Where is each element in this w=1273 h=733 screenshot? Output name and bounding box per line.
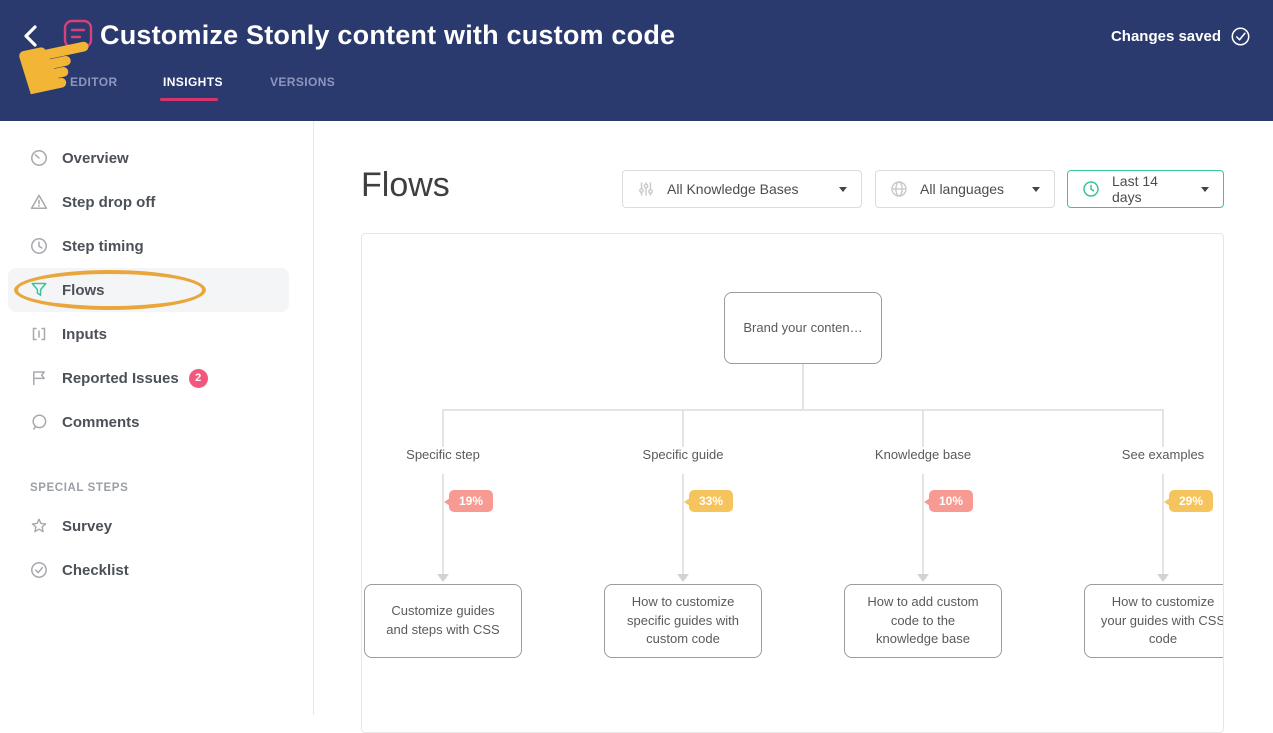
clock-icon [30,237,48,255]
back-button[interactable] [18,22,46,50]
changes-saved-status: Changes saved [1111,26,1251,47]
branch-percent-badge: 29% [1163,490,1214,512]
sidebar-item-step-timing[interactable]: Step timing [0,224,313,268]
arrow-down-icon [677,574,689,582]
arrow-down-icon [917,574,929,582]
flows-page-heading: Flows [361,166,450,204]
changes-saved-label: Changes saved [1110,28,1221,45]
sidebar-item-inputs[interactable]: Inputs [0,312,313,356]
chevron-down-icon [1201,186,1209,192]
sidebar-item-label: Checklist [62,561,129,579]
gauge-icon [30,149,48,167]
chevron-down-icon [1032,186,1040,192]
tab-insights[interactable]: INSIGHTS [163,75,223,89]
connector-line [442,474,444,574]
sidebar-item-label: Survey [62,517,113,535]
date-range-filter-value: Last 14 days [1112,173,1158,205]
connector-line [802,364,804,409]
guide-document-icon [62,18,94,50]
chevron-down-icon [839,186,847,192]
branch-percent-badge: 10% [923,490,974,512]
sidebar-item-label: Overview [62,149,129,167]
connector-line [1162,474,1164,574]
branch-percent-badge: 19% [443,490,494,512]
active-tab-underline [160,98,218,101]
connector-line [442,409,444,447]
sidebar-item-reported-issues[interactable]: Reported Issues 2 [0,356,313,400]
check-circle-icon [1230,26,1251,47]
sidebar-item-step-drop-off[interactable]: Step drop off [0,180,313,224]
sliders-icon [637,180,655,198]
branch-label: Specific guide [636,447,730,462]
knowledge-base-filter-value: All Knowledge Bases [667,181,799,197]
warning-triangle-icon [30,193,48,211]
funnel-icon [30,281,48,299]
flows-diagram-card: Brand your conten… Specific step 19% Cus… [361,233,1224,733]
flow-target-node[interactable]: How to add custom code to the knowledge … [844,584,1002,658]
tab-editor[interactable]: EDITOR [70,75,118,89]
date-range-filter-dropdown[interactable]: Last 14 days [1067,170,1224,208]
connector-line [1162,409,1164,447]
insights-sidebar: Overview Step drop off Step timing Flows… [0,121,314,715]
flow-target-node[interactable]: How to customize your guides with CSS co… [1084,584,1223,658]
arrow-down-icon [1157,574,1169,582]
language-filter-dropdown[interactable]: All languages [875,170,1055,208]
branch-label: Knowledge base [868,447,978,462]
connector-line [922,474,924,574]
app-header: Customize Stonly content with custom cod… [0,0,1273,121]
language-filter-value: All languages [920,181,1005,197]
sidebar-item-flows[interactable]: Flows [8,268,289,312]
sidebar-item-label: Flows [62,281,105,299]
flow-root-node[interactable]: Brand your conten… [724,292,882,364]
flag-icon [30,369,48,387]
connector-line [682,409,684,447]
sidebar-item-comments[interactable]: Comments [0,400,313,444]
arrow-down-icon [437,574,449,582]
input-brackets-icon [30,325,48,343]
special-steps-section-title: SPECIAL STEPS [30,482,129,494]
sidebar-item-label: Inputs [62,325,107,343]
connector-line [922,409,924,447]
globe-icon [890,180,908,198]
sidebar-item-survey[interactable]: Survey [0,504,313,548]
reported-issues-badge: 2 [188,368,208,388]
check-circle-icon [30,561,48,579]
flow-target-node[interactable]: How to customize specific guides with cu… [604,584,762,658]
sidebar-item-overview[interactable]: Overview [0,136,313,180]
sidebar-item-checklist[interactable]: Checklist [0,548,313,592]
connector-line [682,474,684,574]
knowledge-base-filter-dropdown[interactable]: All Knowledge Bases [622,170,862,208]
comment-bubble-icon [30,413,48,431]
branch-label: See examples [1115,447,1211,462]
star-icon [30,517,48,535]
branch-percent-badge: 33% [683,490,734,512]
connector-line [442,409,1164,411]
flow-target-node[interactable]: Customize guides and steps with CSS [364,584,522,658]
tab-versions[interactable]: VERSIONS [270,75,336,89]
sidebar-item-label: Step drop off [62,193,156,211]
sidebar-item-label: Comments [62,413,140,431]
branch-label: Specific step [400,447,486,462]
sidebar-item-label: Reported Issues [62,369,179,387]
clock-icon [1082,180,1100,198]
sidebar-item-label: Step timing [62,237,144,255]
page-title: Customize Stonly content with custom cod… [100,20,676,50]
